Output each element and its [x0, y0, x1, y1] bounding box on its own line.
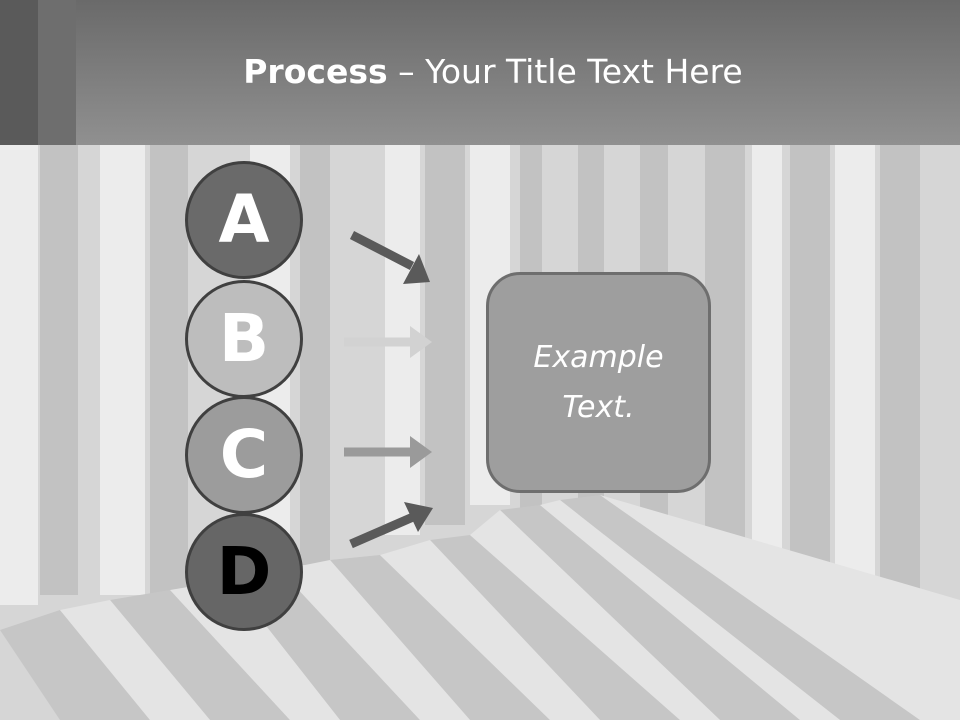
title-rest: – Your Title Text Here: [387, 52, 743, 91]
step-circle-c: C: [185, 396, 303, 514]
step-letter-d: D: [216, 533, 272, 610]
example-text-box: Example Text.: [486, 272, 711, 493]
arrow-c: [344, 436, 432, 468]
step-circle-b: B: [185, 280, 303, 398]
arrow-a: [349, 231, 430, 284]
title-bold: Process: [243, 52, 388, 91]
arrow-b: [344, 326, 432, 358]
step-letter-c: C: [219, 416, 269, 493]
step-letter-b: B: [218, 300, 270, 377]
arrow-d: [349, 502, 433, 549]
step-circle-a: A: [185, 161, 303, 279]
step-circle-d: D: [185, 513, 303, 631]
slide-title: Process – Your Title Text Here: [0, 52, 960, 91]
step-letter-a: A: [218, 181, 270, 258]
example-text: Example Text.: [533, 339, 664, 425]
